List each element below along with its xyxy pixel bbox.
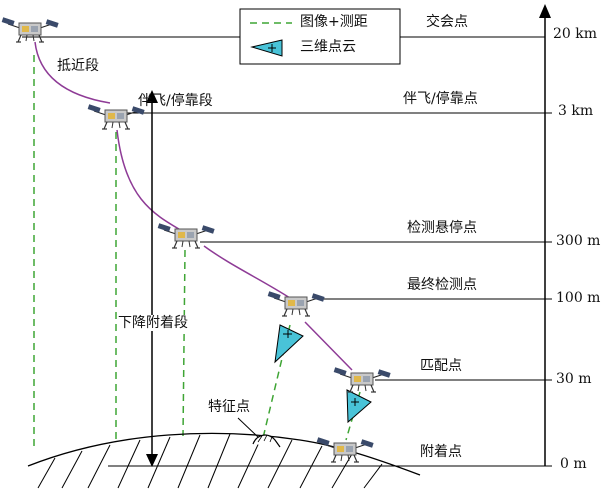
- legend-image-ranging-label: 图像+测距: [300, 14, 368, 30]
- altitude-label-30m: 30 m: [556, 371, 592, 387]
- trajectory-descent-1: [203, 245, 291, 299]
- phase-approach-label: 抵近段: [57, 58, 99, 74]
- ranging-line-100m: [262, 324, 291, 439]
- legend-box: [239, 8, 401, 65]
- point-cloud-30m: [346, 389, 372, 424]
- phase-flyaround-label: 伴飞/停靠段: [138, 93, 213, 109]
- descent-arrow-down: [146, 454, 158, 467]
- descent-arrow-up: [146, 90, 158, 103]
- trajectory-descent-2: [304, 321, 353, 371]
- altitude-label-3km: 3 km: [558, 103, 594, 119]
- point-matching-label: 匹配点: [420, 358, 462, 374]
- feature-bump: [252, 434, 281, 448]
- point-flyaround-hold-label: 伴飞/停靠点: [403, 91, 478, 107]
- trajectory-approach: [34, 41, 111, 104]
- altitude-label-0m: 0 m: [560, 456, 587, 472]
- phase-descent-attach-label: 下降附着段: [118, 315, 188, 331]
- ground-hatching: [37, 433, 383, 489]
- point-final-detect-label: 最终检测点: [407, 277, 477, 293]
- point-rendezvous-label: 交会点: [426, 14, 468, 30]
- legend-cloud-swatch: [250, 39, 283, 57]
- spacecraft-300m: [157, 222, 216, 249]
- ranging-line-300m: [182, 249, 186, 437]
- spacecraft-100m: [267, 290, 326, 317]
- legend-point-cloud-label: 三维点云: [300, 39, 356, 55]
- point-feature-label: 特征点: [208, 399, 250, 415]
- altitude-label-20km: 20 km: [553, 26, 598, 42]
- point-attach-label: 附着点: [420, 444, 462, 460]
- altitude-axis-arrow: [539, 4, 551, 18]
- altitude-label-300m: 300 m: [556, 233, 601, 249]
- spacecraft-20km: [1, 16, 60, 43]
- point-cloud-100m: [274, 324, 304, 364]
- feature-leader-line: [237, 417, 259, 438]
- spacecraft-0m: [316, 436, 375, 463]
- trajectory-flyaround: [116, 129, 185, 233]
- spacecraft-3km: [87, 103, 146, 130]
- altitude-label-100m: 100 m: [556, 290, 601, 306]
- ground-surface: [27, 432, 421, 476]
- point-detect-hover-label: 检测悬停点: [407, 220, 477, 236]
